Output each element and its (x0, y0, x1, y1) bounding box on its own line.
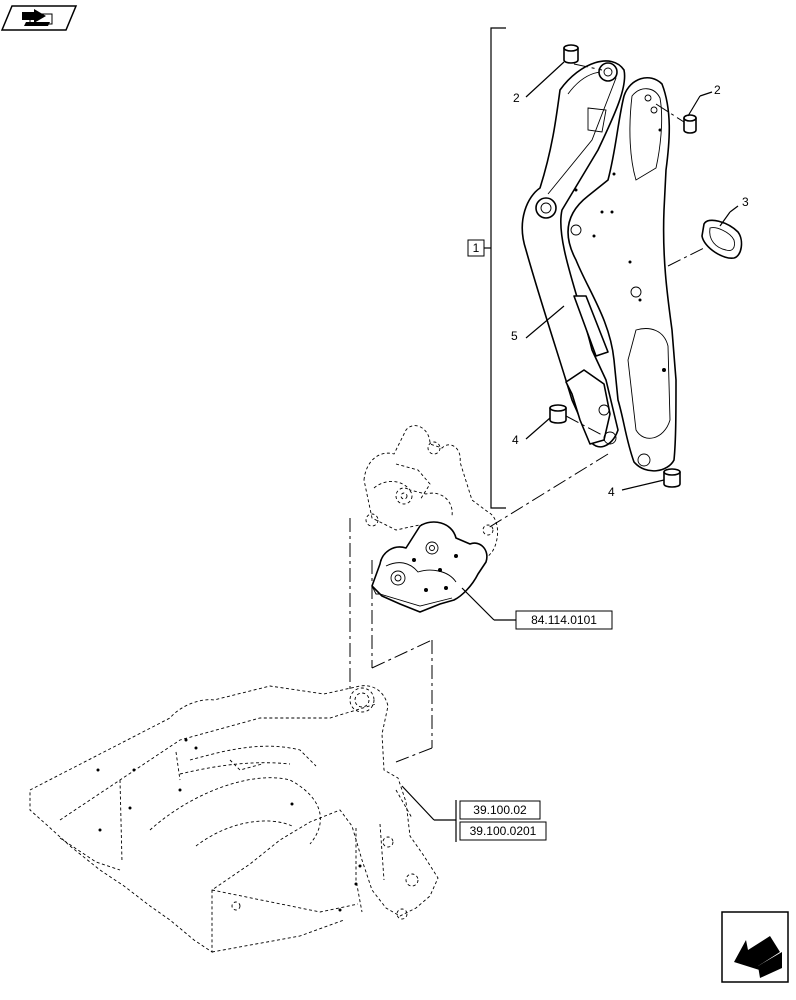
ref-84-114-0101: 84.114.0101 (531, 613, 597, 627)
assembly-bracket: 1 (467, 27, 506, 509)
ref-39-100-0201: 39.100.0201 (470, 824, 537, 838)
bushing-left (549, 404, 605, 437)
ghost-coupler (363, 425, 498, 571)
part-callouts: 2 2 3 5 4 4 (511, 61, 749, 499)
quick-coupler (371, 521, 488, 613)
callout-3: 3 (742, 195, 749, 209)
seal-ring (667, 219, 743, 267)
book-arrow-icon[interactable] (0, 5, 78, 31)
pin-top-left (563, 44, 603, 71)
center-line-upper (487, 453, 609, 529)
machine-frame (29, 685, 439, 953)
callout-2-right: 2 (714, 83, 721, 97)
bushing-bottom (663, 468, 681, 488)
lift-arm (521, 60, 677, 472)
callout-5: 5 (511, 329, 518, 343)
pin-top-right (655, 103, 697, 134)
callout-4-bottom: 4 (608, 485, 615, 499)
callout-1: 1 (473, 241, 480, 255)
guide-lines (349, 518, 433, 763)
callout-2-left: 2 (513, 91, 520, 105)
frame-references[interactable]: 39.100.02 39.100.0201 (401, 785, 547, 842)
ref-39-100-02: 39.100.02 (473, 803, 527, 817)
callout-4-left: 4 (512, 433, 519, 447)
return-arrow-icon[interactable] (721, 911, 789, 983)
coupler-reference[interactable]: 84.114.0101 (461, 587, 613, 630)
